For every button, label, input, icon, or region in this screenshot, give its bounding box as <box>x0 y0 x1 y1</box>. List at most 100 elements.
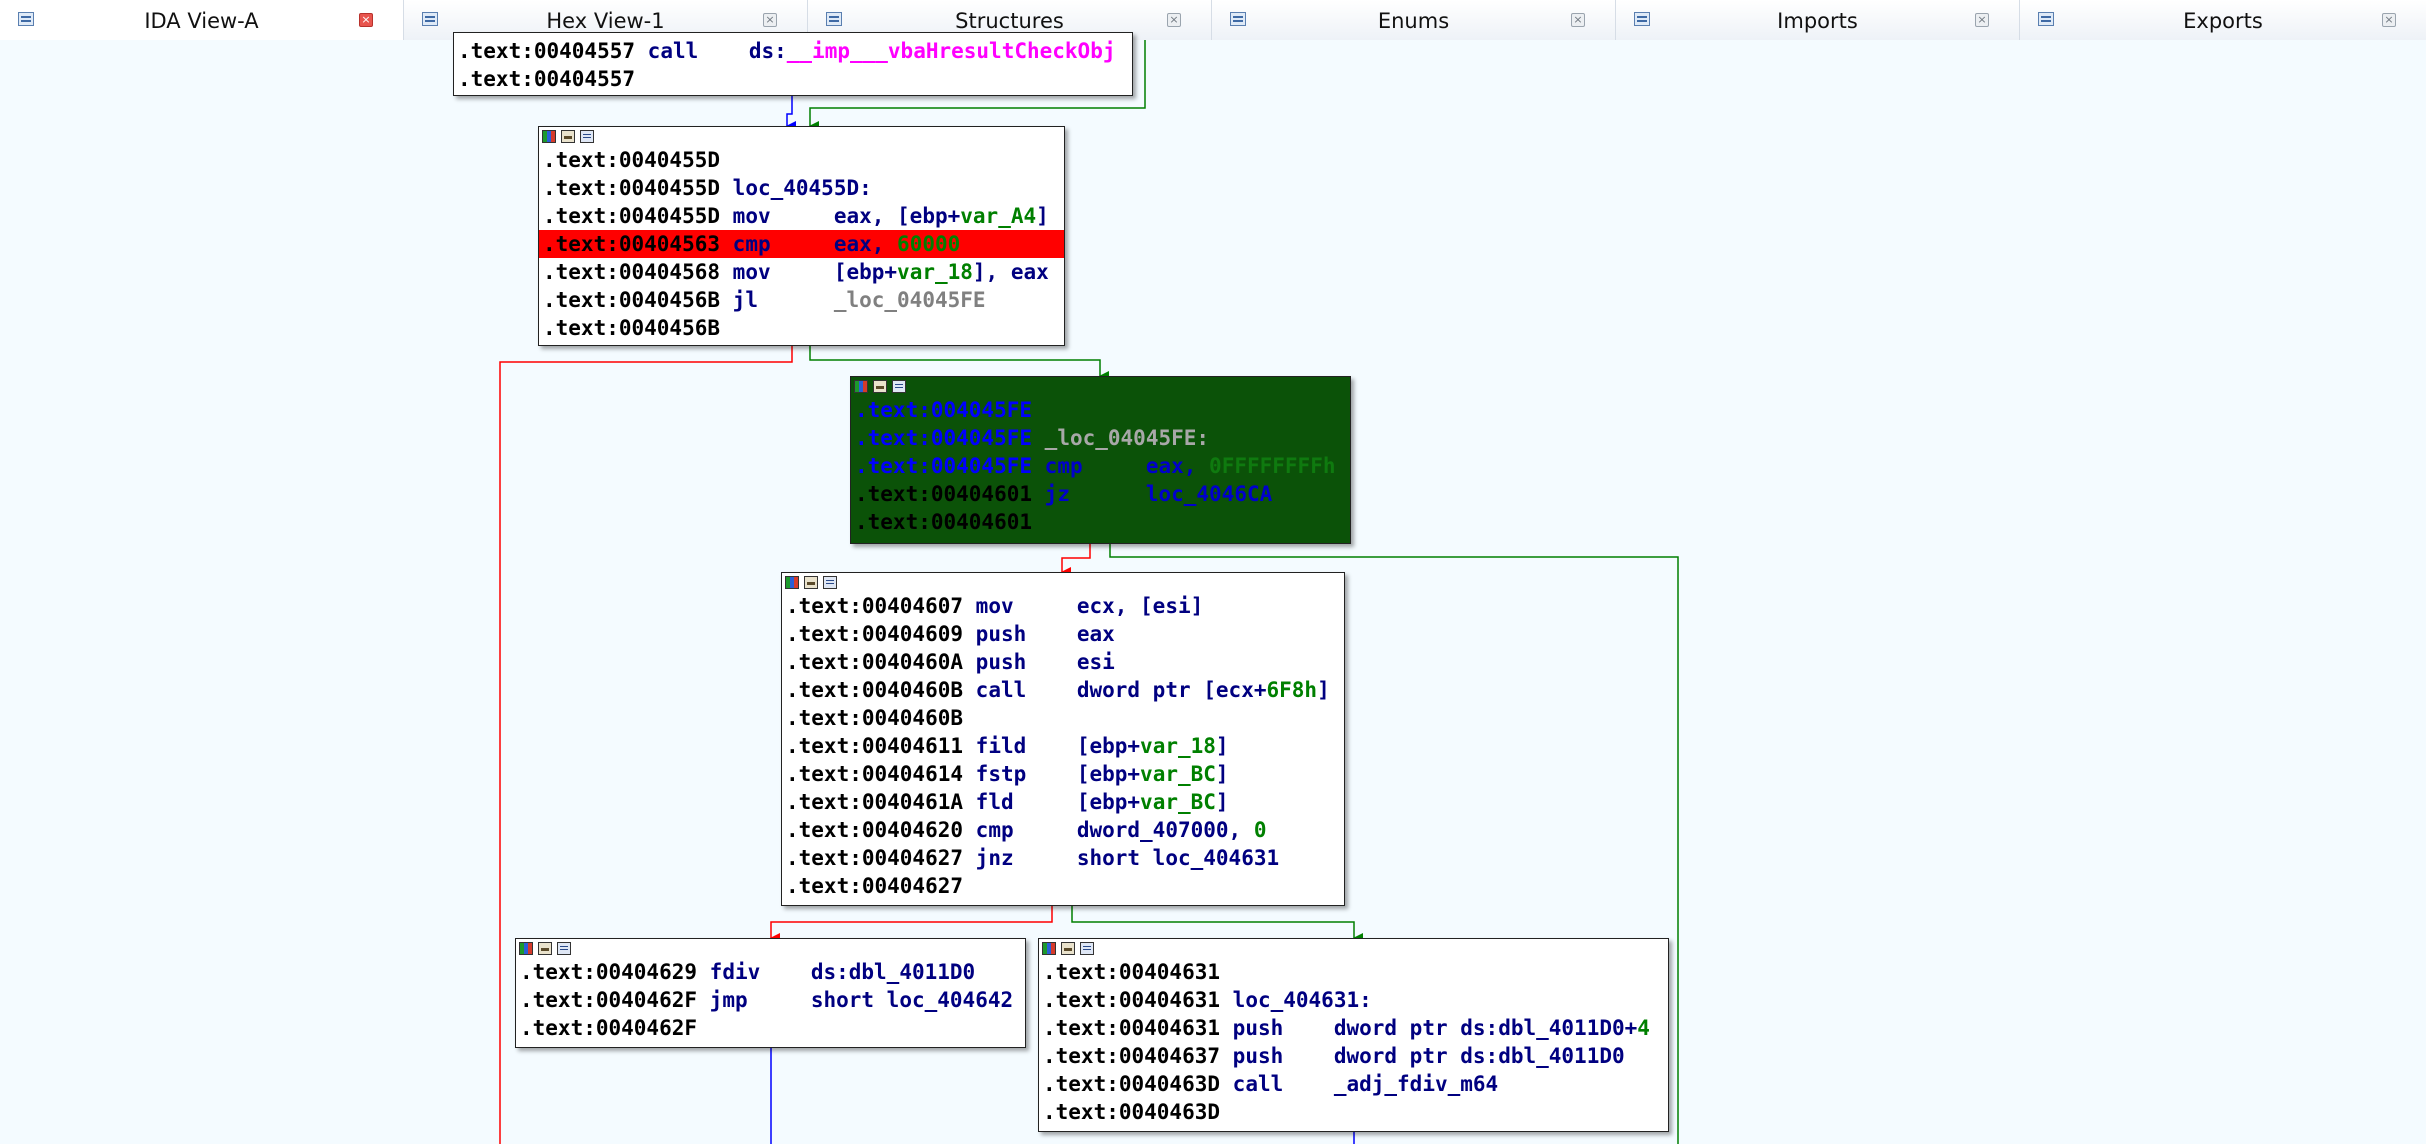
edge-incoming <box>809 40 1146 131</box>
line-operand: ] <box>1215 734 1229 758</box>
disasm-line[interactable]: .text:00404629 fdiv ds:dbl_4011D0 <box>516 958 1025 986</box>
line-address: .text:00404563 <box>543 232 721 256</box>
disasm-line[interactable]: .text:00404631 loc_404631: <box>1039 986 1668 1014</box>
line-mnemonic: fld <box>975 790 1014 814</box>
line-mnemonic: fdiv <box>709 960 761 984</box>
disasm-line[interactable]: .text:00404631 push dword ptr ds:dbl_401… <box>1039 1014 1668 1042</box>
line-operand: 6F8h <box>1266 678 1318 702</box>
disasm-line[interactable]: .text:00404601 <box>851 508 1350 536</box>
edit-block-icon[interactable] <box>873 380 887 393</box>
line-address: .text:0040460B <box>786 706 964 730</box>
edit-block-icon[interactable] <box>804 576 818 589</box>
tab-bar: IDA View-A × Hex View-1 × Structures × E… <box>0 0 2426 40</box>
code-block-n5[interactable]: .text:00404631 .text:00404631 loc_404631… <box>1038 938 1669 1132</box>
line-mnemonic: call <box>1232 1072 1284 1096</box>
disasm-line[interactable]: .text:0040460A push esi <box>782 648 1344 676</box>
block-text-icon[interactable] <box>892 380 906 393</box>
edit-block-icon[interactable] <box>561 130 575 143</box>
disasm-line[interactable]: .text:0040463D call _adj_fdiv_m64 <box>1039 1070 1668 1098</box>
close-icon[interactable]: × <box>763 13 777 27</box>
disasm-line[interactable]: .text:00404557 <box>454 65 1132 93</box>
tab-label: Hex View-1 <box>546 9 665 33</box>
disasm-line[interactable]: .text:004045FE cmp eax, 0FFFFFFFFh <box>851 452 1350 480</box>
line-mnemonic: jz <box>1044 482 1070 506</box>
disasm-line[interactable]: .text:00404614 fstp [ebp+var_BC] <box>782 760 1344 788</box>
disasm-line[interactable]: .text:0040456B <box>539 314 1064 342</box>
graph-color-icon[interactable] <box>854 380 868 393</box>
graph-color-icon[interactable] <box>519 942 533 955</box>
disasm-line[interactable]: .text:0040455D loc_40455D: <box>539 174 1064 202</box>
disasm-line[interactable]: .text:00404627 jnz short loc_404631 <box>782 844 1344 872</box>
tab-ida-view-a[interactable]: IDA View-A × <box>0 0 404 40</box>
code-block-n2[interactable]: .text:004045FE .text:004045FE _loc_04045… <box>850 376 1351 544</box>
close-icon[interactable]: × <box>1167 13 1181 27</box>
close-icon[interactable]: × <box>359 13 373 27</box>
graph-color-icon[interactable] <box>542 130 556 143</box>
graph-view[interactable]: .text:00404557 call ds:__imp___vbaHresul… <box>0 32 2426 1144</box>
edge-n3-n5 <box>1071 906 1363 943</box>
tab-exports[interactable]: Exports × <box>2020 0 2426 40</box>
disasm-line[interactable]: .text:0040455D <box>539 146 1064 174</box>
disasm-line[interactable]: .text:00404627 <box>782 872 1344 900</box>
line-mnemonic: cmp <box>732 232 771 256</box>
edit-block-icon[interactable] <box>1061 942 1075 955</box>
line-mnemonic: loc_404631: <box>1232 988 1372 1012</box>
tab-imports[interactable]: Imports × <box>1616 0 2020 40</box>
disasm-line[interactable]: .text:0040456B jl _loc_04045FE <box>539 286 1064 314</box>
disasm-line[interactable]: .text:0040462F <box>516 1014 1025 1042</box>
line-operand: 0 <box>1253 818 1267 842</box>
disasm-line[interactable]: .text:0040463D <box>1039 1098 1668 1126</box>
disasm-line[interactable]: .text:004045FE _loc_04045FE: <box>851 424 1350 452</box>
close-icon[interactable]: × <box>1975 13 1989 27</box>
block-text-icon[interactable] <box>580 130 594 143</box>
edge-n1-fallthrough <box>499 346 793 1144</box>
line-mnemonic: jl <box>732 288 758 312</box>
disasm-line[interactable]: .text:0040461A fld [ebp+var_BC] <box>782 788 1344 816</box>
disasm-line[interactable]: .text:00404607 mov ecx, [esi] <box>782 592 1344 620</box>
disasm-line[interactable]: .text:004045FE <box>851 396 1350 424</box>
line-address: .text:0040462F <box>520 988 698 1012</box>
hex-view-icon <box>422 12 438 26</box>
line-operand: eax <box>1076 622 1115 646</box>
line-operand: eax, <box>833 232 898 256</box>
code-block-n0[interactable]: .text:00404557 call ds:__imp___vbaHresul… <box>453 32 1133 96</box>
disasm-line[interactable]: .text:00404637 push dword ptr ds:dbl_401… <box>1039 1042 1668 1070</box>
line-operand: ds:dbl_4011D0 <box>810 960 976 984</box>
disasm-line[interactable]: .text:00404611 fild [ebp+var_18] <box>782 732 1344 760</box>
disasm-line[interactable]: .text:0040460B call dword ptr [ecx+6F8h] <box>782 676 1344 704</box>
disasm-line[interactable]: .text:0040455D mov eax, [ebp+var_A4] <box>539 202 1064 230</box>
edge-n0-n1 <box>786 96 796 131</box>
tab-label: Exports <box>2183 9 2263 33</box>
disasm-line[interactable]: .text:00404601 jz loc_4046CA <box>851 480 1350 508</box>
line-address: .text:00404627 <box>786 846 964 870</box>
graph-color-icon[interactable] <box>785 576 799 589</box>
code-block-n4[interactable]: .text:00404629 fdiv ds:dbl_4011D0.text:0… <box>515 938 1026 1048</box>
line-operand: dword ptr [ecx+ <box>1076 678 1267 702</box>
disasm-line[interactable]: .text:00404568 mov [ebp+var_18], eax <box>539 258 1064 286</box>
line-operand: var_BC <box>1140 790 1216 814</box>
block-text-icon[interactable] <box>1080 942 1094 955</box>
close-icon[interactable]: × <box>2382 13 2396 27</box>
tab-enums[interactable]: Enums × <box>1212 0 1616 40</box>
block-header <box>782 573 1344 592</box>
disasm-line[interactable]: .text:00404609 push eax <box>782 620 1344 648</box>
code-block-n3[interactable]: .text:00404607 mov ecx, [esi].text:00404… <box>781 572 1345 906</box>
line-operand: 4 <box>1637 1016 1650 1040</box>
imports-icon <box>1634 12 1650 26</box>
disasm-line[interactable]: .text:00404557 call ds:__imp___vbaHresul… <box>454 37 1132 65</box>
graph-color-icon[interactable] <box>1042 942 1056 955</box>
block-text-icon[interactable] <box>823 576 837 589</box>
disasm-line[interactable]: .text:0040462F jmp short loc_404642 <box>516 986 1025 1014</box>
edit-block-icon[interactable] <box>538 942 552 955</box>
disasm-line[interactable]: .text:00404620 cmp dword_407000, 0 <box>782 816 1344 844</box>
disasm-line[interactable]: .text:0040460B <box>782 704 1344 732</box>
code-block-n1[interactable]: .text:0040455D .text:0040455D loc_40455D… <box>538 126 1065 346</box>
disasm-line[interactable]: .text:00404563 cmp eax, 60000 <box>539 230 1064 258</box>
disasm-line[interactable]: .text:00404631 <box>1039 958 1668 986</box>
enums-icon <box>1230 12 1246 26</box>
block-text-icon[interactable] <box>557 942 571 955</box>
close-icon[interactable]: × <box>1571 13 1585 27</box>
line-mnemonic: call <box>975 678 1027 702</box>
line-operand: short loc_404631 <box>1076 846 1280 870</box>
structures-icon <box>826 12 842 26</box>
